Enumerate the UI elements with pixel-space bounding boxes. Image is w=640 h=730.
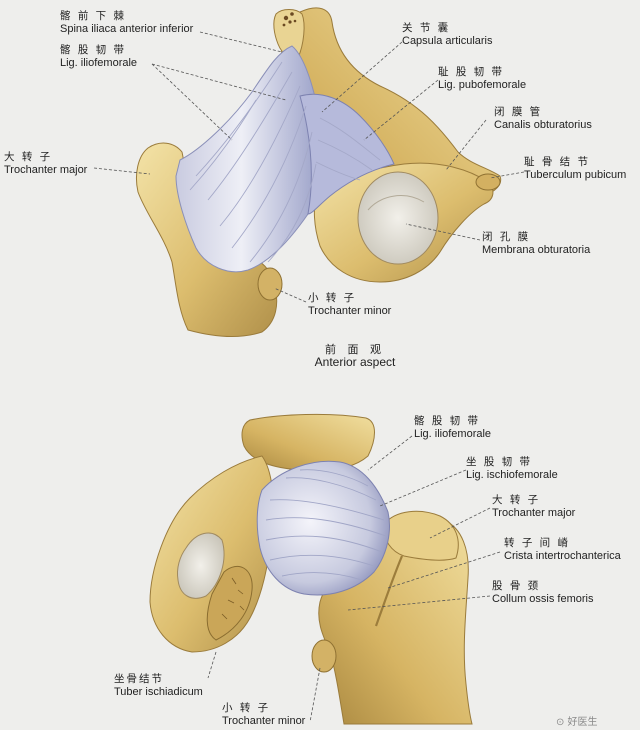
label-latin: Trochanter major	[4, 164, 88, 176]
label-capsula: 关 节 囊 Capsula articularis	[402, 22, 492, 48]
label-trochanter-major-posterior: 大 转 子 Trochanter major	[492, 494, 575, 520]
label-latin: Lig. iliofemorale	[414, 428, 492, 440]
obturator-membrane	[357, 171, 439, 265]
label-cn: 耻 股 韧 带	[438, 66, 505, 78]
label-latin: Lig. pubofemorale	[438, 79, 527, 91]
lesser-trochanter-posterior	[311, 639, 337, 673]
anterior-view	[135, 7, 502, 337]
label-lig-ischiofemorale: 坐 股 韧 带 Lig. ischiofemorale	[466, 456, 558, 482]
label-lig-iliofemorale-posterior: 髂 股 韧 带 Lig. iliofemorale	[414, 415, 491, 441]
label-cn: 大 转 子	[4, 151, 53, 163]
label-trochanter-minor-anterior: 小 转 子 Trochanter minor	[308, 292, 391, 318]
label-cn: 闭 膜 管	[494, 106, 543, 118]
label-cn: 坐 股 韧 带	[466, 456, 533, 468]
label-collum: 股 骨 颈 Collum ossis femoris	[492, 580, 593, 606]
label-latin: Crista intertrochanterica	[504, 550, 621, 562]
label-latin: Trochanter minor	[222, 715, 306, 727]
pubic-tubercle	[475, 173, 501, 191]
ligament-fibers-anterior	[189, 61, 381, 263]
label-lig-pubofemorale: 耻 股 韧 带 Lig. pubofemorale	[438, 66, 526, 92]
label-spina-iliaca: 髂 前 下 棘 Spina iliaca anterior inferior	[60, 10, 193, 36]
watermark: ⊙ 好医生	[556, 717, 598, 728]
label-tuberculum: 耻 骨 结 节 Tuberculum pubicum	[524, 156, 626, 182]
label-latin: Spina iliaca anterior inferior	[60, 23, 194, 35]
label-latin: Canalis obturatorius	[494, 119, 592, 131]
tuberosity-texture	[221, 577, 245, 620]
label-cn: 小 转 子	[222, 702, 271, 714]
caption-cn: 前 面 观	[325, 343, 385, 356]
label-cn: 小 转 子	[308, 292, 357, 304]
anterior-caption: 前 面 观 Anterior aspect	[290, 343, 420, 369]
label-cn: 坐骨结节	[114, 673, 164, 685]
label-cn: 股 骨 颈	[492, 580, 541, 592]
iliofemoral-ligament-anterior	[175, 45, 322, 273]
label-cn: 髂 前 下 棘	[60, 10, 127, 22]
ligament-fibers-posterior	[265, 469, 387, 581]
membrane-fold	[367, 195, 425, 211]
label-trochanter-major-anterior: 大 转 子 Trochanter major	[4, 151, 87, 177]
label-lig-iliofemorale-anterior: 髂 股 韧 带 Lig. iliofemorale	[60, 44, 137, 70]
caption-latin: Anterior aspect	[314, 355, 396, 369]
intertrochanteric-crest	[374, 555, 404, 627]
label-latin: Collum ossis femoris	[492, 593, 594, 605]
label-latin: Tuberculum pubicum	[524, 169, 627, 181]
label-crista: 转 子 间 嵴 Crista intertrochanterica	[504, 537, 621, 563]
label-latin: Lig. ischiofemorale	[466, 469, 558, 481]
label-latin: Lig. iliofemorale	[60, 57, 138, 69]
label-cn: 转 子 间 嵴	[504, 537, 571, 549]
obturator-posterior	[177, 532, 225, 599]
aiis-texture	[282, 12, 297, 27]
ischial-tuberosity	[206, 566, 253, 641]
label-latin: Trochanter minor	[308, 305, 392, 317]
label-membrana: 闭 孔 膜 Membrana obturatoria	[482, 231, 590, 257]
label-latin: Membrana obturatoria	[482, 244, 591, 256]
label-canalis: 闭 膜 管 Canalis obturatorius	[494, 106, 592, 132]
label-cn: 髂 股 韧 带	[414, 415, 481, 427]
label-trochanter-minor-posterior: 小 转 子 Trochanter minor	[222, 702, 305, 728]
lesser-trochanter-anterior	[257, 267, 283, 301]
label-latin: Capsula articularis	[402, 35, 493, 47]
label-latin: Tuber ischiadicum	[114, 686, 203, 698]
ischiofemoral-ligament	[256, 460, 390, 596]
label-cn: 耻 骨 结 节	[524, 156, 591, 168]
label-cn: 大 转 子	[492, 494, 541, 506]
greater-trochanter-posterior	[383, 510, 459, 561]
label-cn: 关 节 囊	[402, 22, 451, 34]
label-cn: 髂 股 韧 带	[60, 44, 127, 56]
posterior-view	[149, 413, 473, 725]
label-cn: 闭 孔 膜	[482, 231, 531, 243]
leader-lines	[93, 31, 525, 723]
label-latin: Trochanter major	[492, 507, 576, 519]
label-tuber: 坐骨结节 Tuber ischiadicum	[114, 673, 203, 699]
